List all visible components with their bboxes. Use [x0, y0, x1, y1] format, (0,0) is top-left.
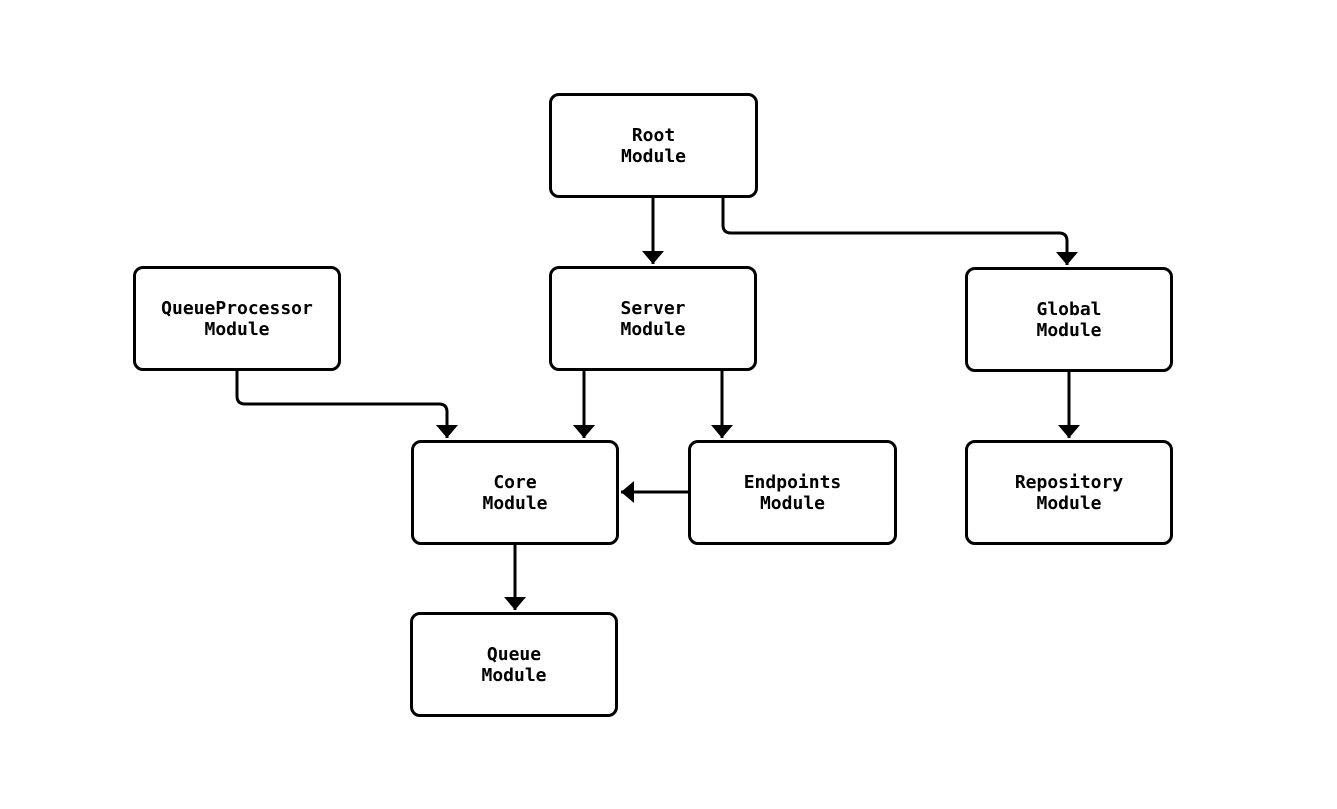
node-queueprocessor-module: QueueProcessor Module: [133, 266, 341, 371]
node-label: Endpoints Module: [743, 471, 842, 514]
node-label: Global Module: [1036, 298, 1102, 341]
node-label: Repository Module: [1014, 471, 1124, 514]
node-label: QueueProcessor Module: [161, 297, 313, 340]
node-label: Queue Module: [481, 643, 547, 686]
node-global-module: Global Module: [965, 267, 1173, 372]
node-endpoints-module: Endpoints Module: [688, 440, 897, 545]
node-label: Server Module: [620, 297, 686, 340]
node-repository-module: Repository Module: [965, 440, 1173, 545]
node-core-module: Core Module: [411, 440, 619, 545]
node-queue-module: Queue Module: [410, 612, 618, 717]
node-label: Root Module: [620, 124, 687, 167]
edges-group: [235, 198, 1080, 610]
edge-root-module-to-global-module: [721, 198, 1078, 265]
edge-queueprocessor-module-to-core-module: [235, 370, 458, 438]
node-server-module: Server Module: [549, 266, 757, 371]
node-root-module: Root Module: [549, 93, 758, 198]
node-label: Core Module: [482, 471, 548, 514]
